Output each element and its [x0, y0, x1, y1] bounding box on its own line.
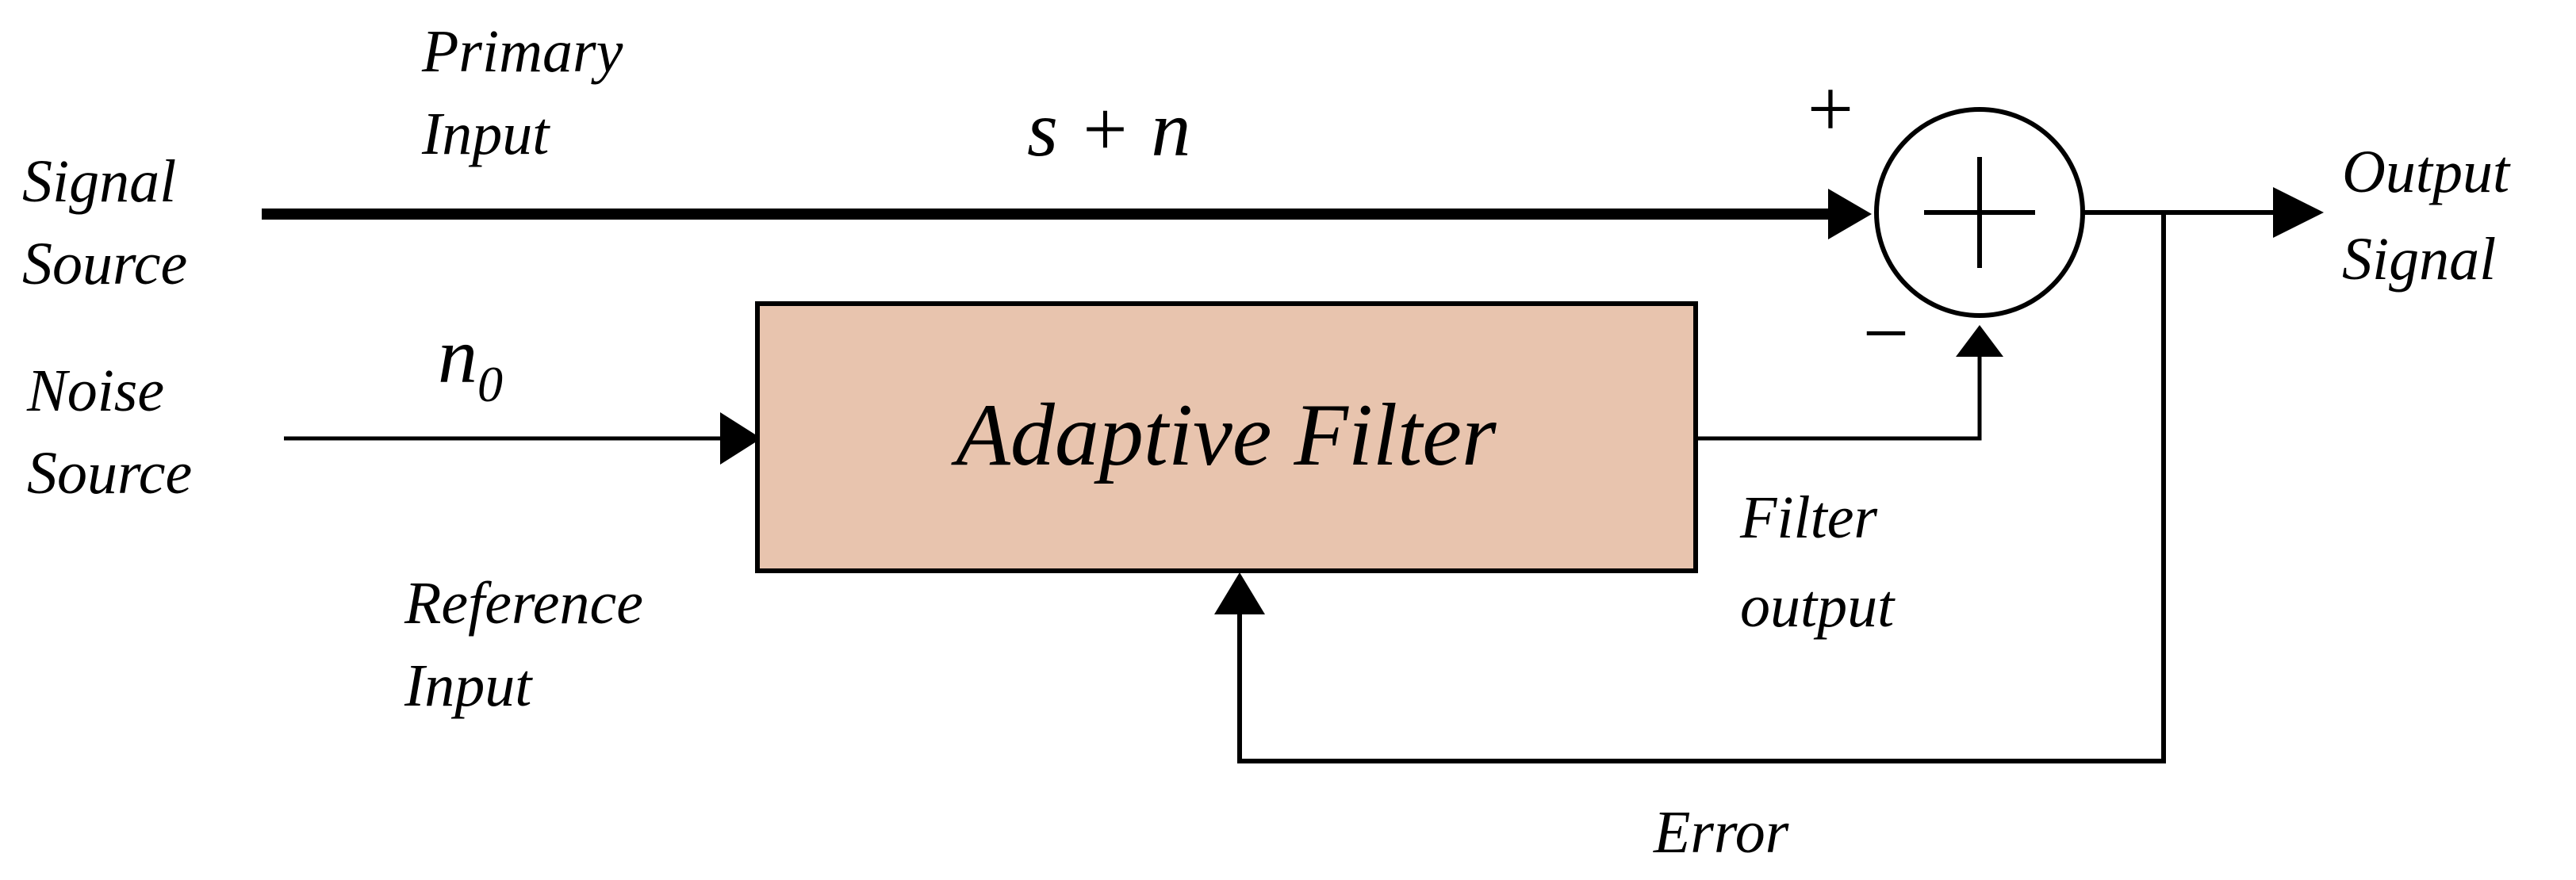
primary-input-label-2: Input	[421, 101, 550, 167]
primary-input-label: Primary	[421, 18, 623, 85]
n-zero-label: n0	[438, 312, 503, 412]
output-signal-label-2: Signal	[2342, 226, 2496, 293]
error-feedback-path	[1237, 212, 2166, 763]
filter-output-label-2: output	[1740, 573, 1896, 640]
signal-source-label-2: Source	[22, 231, 187, 297]
filter-output-label: Filter	[1739, 484, 1878, 551]
adaptive-filter-title: Adaptive Filter	[950, 386, 1497, 484]
filter-output-arrowhead	[1956, 325, 2003, 357]
noise-source-label: Noise	[26, 358, 164, 424]
reference-input-label-2: Input	[404, 652, 533, 719]
primary-arrowhead	[1828, 189, 1872, 239]
signal-source-label: Signal	[22, 148, 176, 215]
plus-sign-label: +	[1807, 63, 1854, 155]
noise-source-label-2: Source	[27, 440, 192, 507]
output-arrowhead	[2273, 187, 2324, 238]
minus-sign-label: −	[1863, 288, 1910, 379]
s-plus-n-label: s + n	[1027, 85, 1190, 173]
error-label: Error	[1653, 799, 1789, 866]
reference-input-label: Reference	[404, 570, 643, 637]
reference-arrowhead	[720, 412, 761, 465]
error-arrowhead	[1214, 572, 1265, 614]
filter-output-path	[1696, 357, 1982, 441]
output-signal-label: Output	[2342, 139, 2511, 205]
